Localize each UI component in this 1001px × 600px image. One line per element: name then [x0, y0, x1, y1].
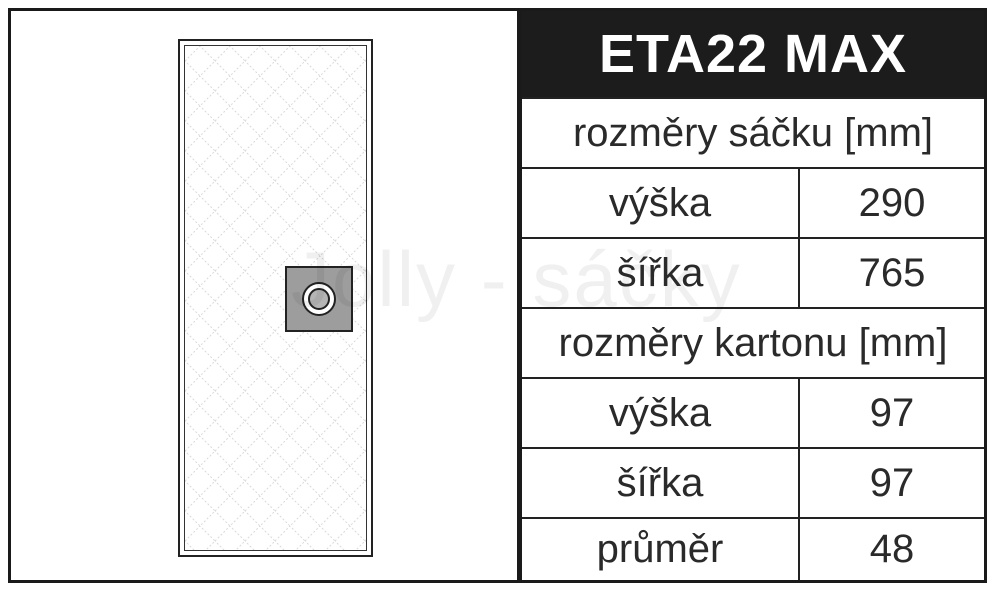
row-label: průměr: [522, 519, 800, 580]
panel-divider: [517, 11, 522, 580]
spec-table: ETA22 MAX rozměry sáčku [mm] výška 290 š…: [522, 11, 984, 580]
bag-dimensions-heading-row: rozměry sáčku [mm]: [522, 97, 984, 167]
product-title: ETA22 MAX: [522, 11, 984, 97]
section-heading: rozměry sáčku [mm]: [572, 110, 934, 155]
row-value: 97: [869, 460, 915, 505]
row-label: šířka: [522, 449, 800, 517]
cardboard-collar: [285, 266, 353, 332]
table-row: šířka 765: [522, 237, 984, 307]
section-heading: rozměry kartonu [mm]: [558, 320, 948, 365]
row-label: šířka: [522, 239, 800, 307]
collar-opening-icon: [302, 282, 336, 316]
product-card: Jolly - sáčky ETA22 MAX rozměry sáčku [m…: [8, 8, 987, 583]
row-value: 765: [858, 250, 926, 295]
table-row: průměr 48: [522, 517, 984, 580]
row-label: výška: [522, 379, 800, 447]
row-value: 290: [858, 180, 926, 225]
row-label: výška: [522, 169, 800, 237]
carton-dimensions-heading-row: rozměry kartonu [mm]: [522, 307, 984, 377]
table-row: výška 97: [522, 377, 984, 447]
table-row: šířka 97: [522, 447, 984, 517]
row-value: 97: [869, 390, 915, 435]
table-row: výška 290: [522, 167, 984, 237]
bag-illustration-panel: Jolly - sáčky: [11, 11, 740, 580]
row-value: 48: [869, 527, 915, 571]
